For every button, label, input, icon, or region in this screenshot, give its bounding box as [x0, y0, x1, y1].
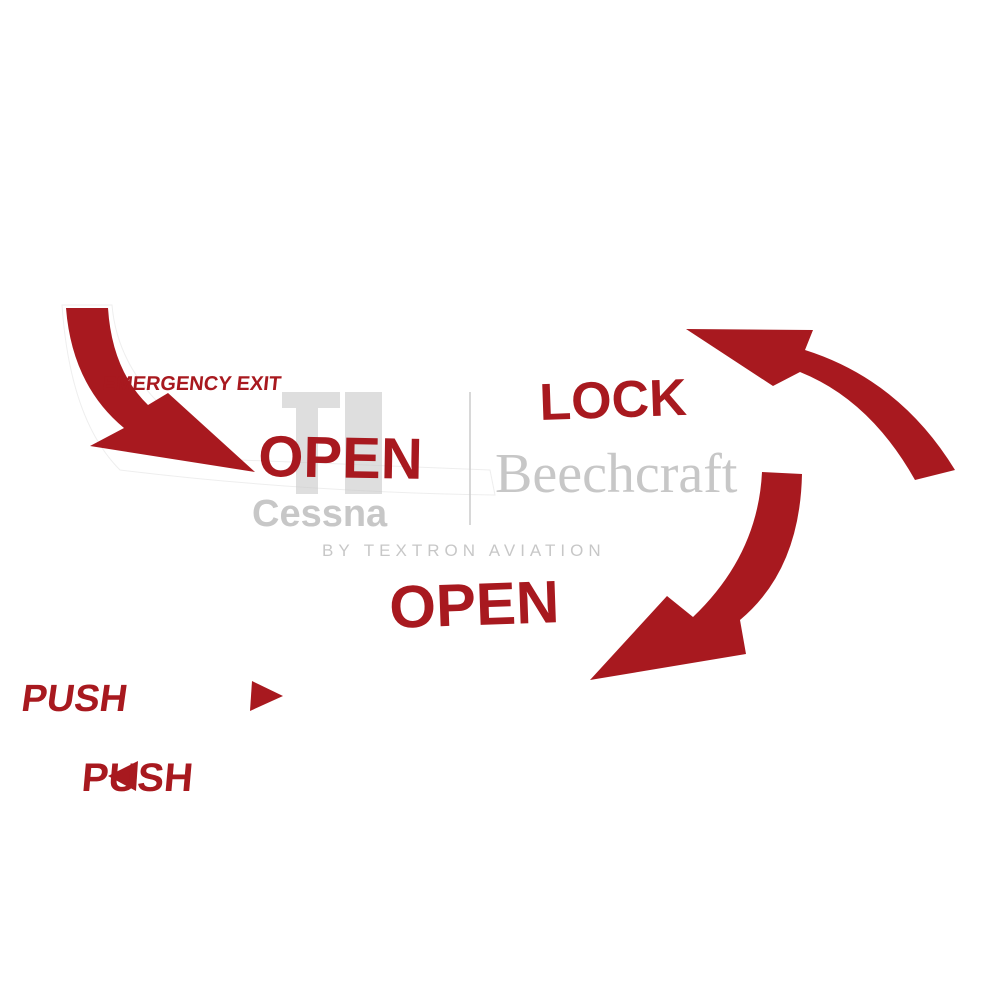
right-triangle-icon [250, 681, 283, 711]
watermark-cessna: Cessna [252, 493, 388, 535]
right-open-label: OPEN [388, 568, 560, 641]
lock-label: LOCK [538, 369, 688, 432]
left-open-label: OPEN [258, 424, 423, 492]
curved-arrow-down-left-icon [590, 472, 802, 680]
watermark-tagline: BY TEXTRON AVIATION [322, 541, 606, 560]
push-left-label: PUSH [80, 756, 195, 800]
curved-arrow-up-left-icon [686, 329, 955, 480]
curved-arrow-down-right-icon [66, 308, 255, 472]
cessna-logo-icon [282, 392, 382, 494]
left-triangle-icon [108, 761, 138, 791]
watermark: Cessna Beechcraft BY TEXTRON AVIATION [252, 392, 738, 560]
watermark-beechcraft: Beechcraft [495, 443, 738, 505]
emergency-exit-caption: EMERGENCY EXIT [101, 373, 283, 395]
push-right-label: PUSH [19, 677, 131, 720]
